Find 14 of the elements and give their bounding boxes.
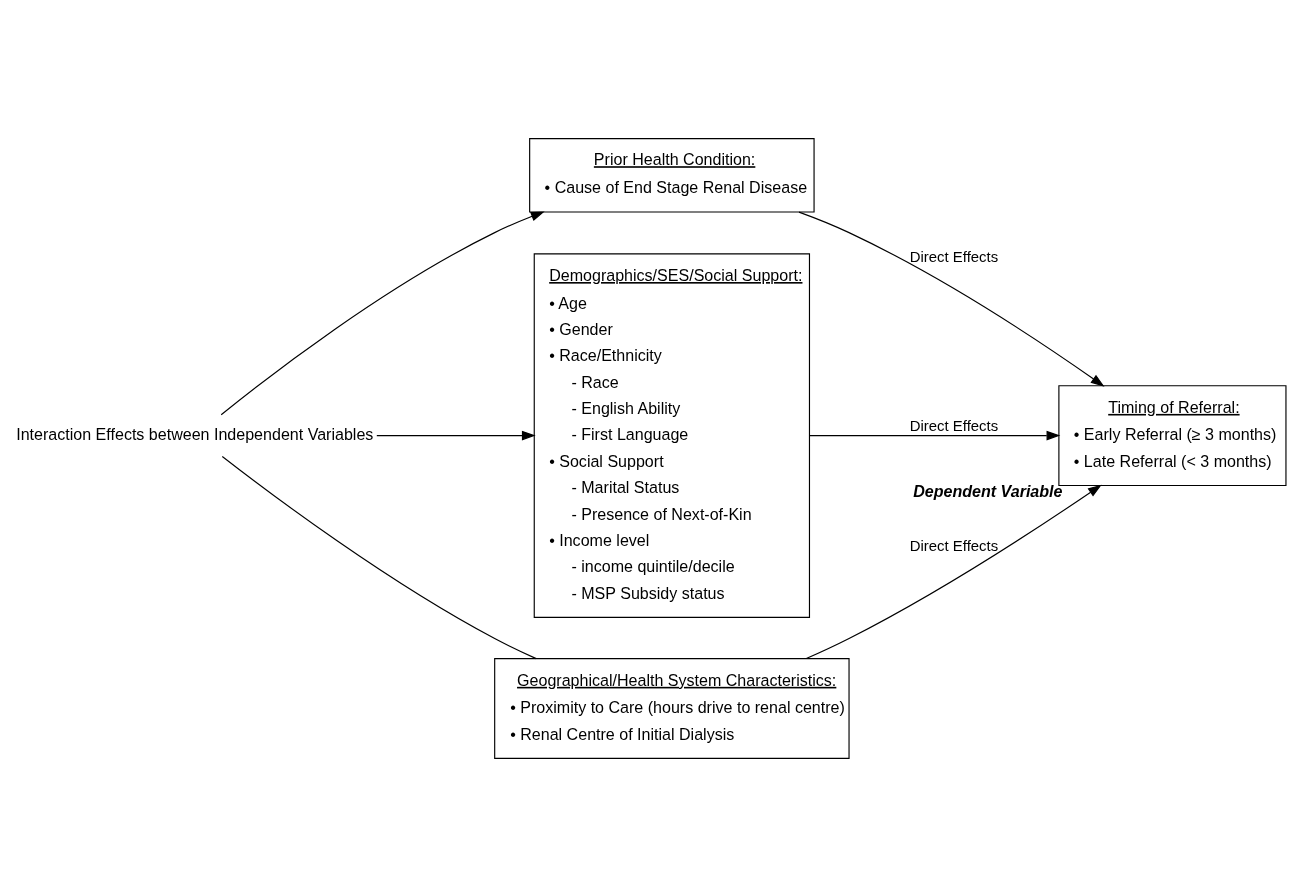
arrow <box>798 211 1105 387</box>
edge-label: Direct Effects <box>909 248 999 265</box>
connector <box>221 455 537 659</box>
arrow <box>805 484 1102 659</box>
node-box: Timing of Referral: • Early Referral (≥ 3 months) • Late Referral (< 3 months) <box>1058 384 1287 486</box>
arrow <box>376 430 536 440</box>
edge-label: Direct Effects <box>909 417 999 434</box>
arrow <box>808 430 1061 440</box>
arrow <box>220 211 545 415</box>
edge-label: Direct Effects <box>909 537 999 554</box>
node-box: Prior Health Condition: • Cause of End Stage Renal Disease <box>529 137 815 213</box>
node-box: Demographics/SES/Social Support: • Age • Gender • Race/Ethnicity - Race - English Ability - First Language • Social Support - Marital Status - Presence of Next-of-Kin • Income level - income quintile/decile - MSP Subsidy status <box>533 252 811 618</box>
node-box: Geographical/Health System Characteristics: • Proximity to Care (hours drive to renal centre) • Renal Centre of Initial Dialysis <box>494 657 850 759</box>
node-text: Interaction Effects between Independent Variables <box>16 424 374 443</box>
